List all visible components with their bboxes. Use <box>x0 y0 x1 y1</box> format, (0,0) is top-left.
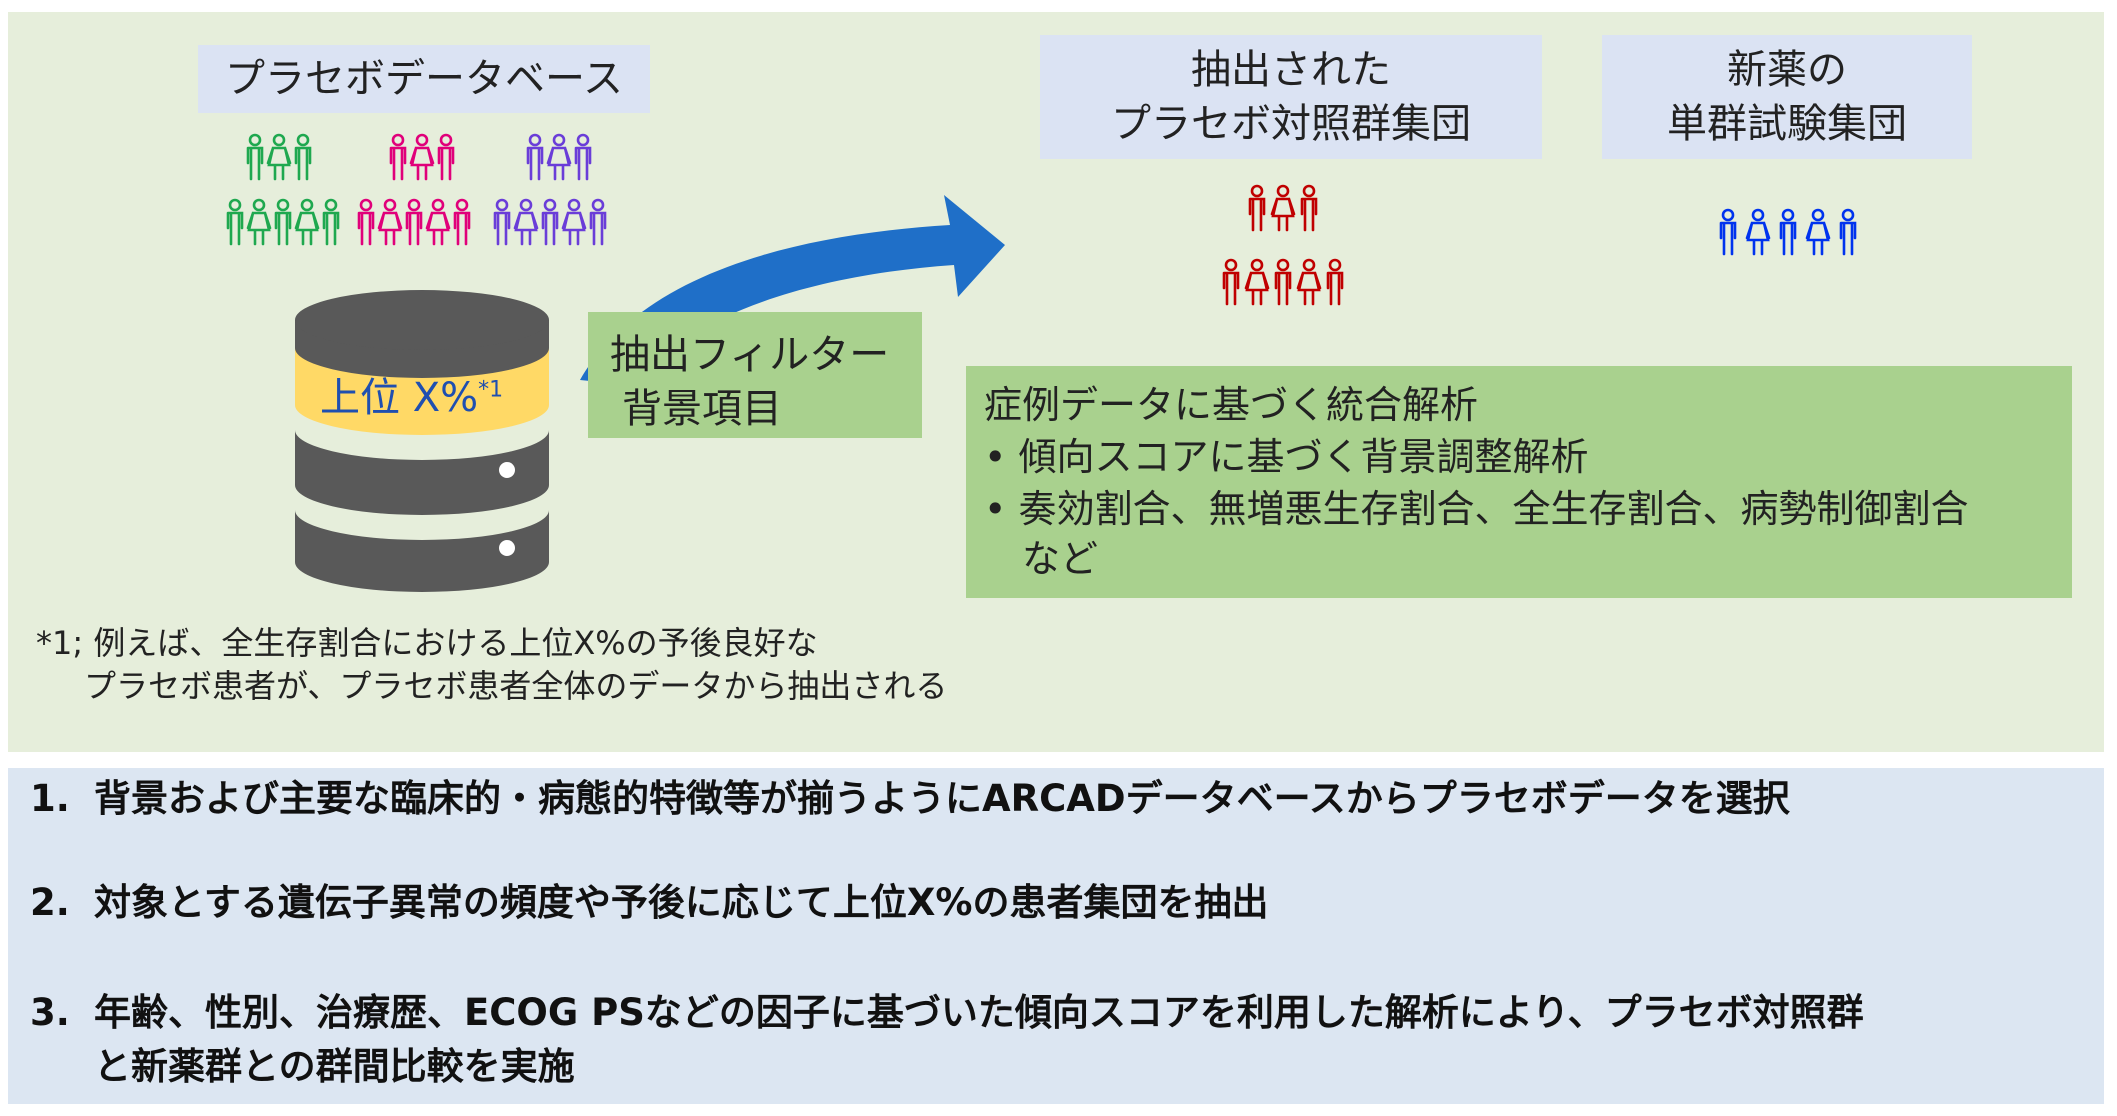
extracted-group-line1: 抽出された <box>1191 47 1391 93</box>
new-drug-group-title: 新薬の 単群試験集団 <box>1602 35 1972 159</box>
person-icon <box>322 198 340 246</box>
person-icon <box>389 133 407 181</box>
extracted-group-line2: プラセボ対照群集団 <box>1111 101 1471 147</box>
analysis-bullet-2-text: 奏効割合、無増悪生存割合、全生存割合、病勢制御割合 <box>1018 487 1969 531</box>
person-icon <box>266 133 292 181</box>
analysis-bullet-2-cont: など <box>1022 537 1099 581</box>
person-icon <box>409 133 435 181</box>
extracted-group-title: 抽出された プラセボ対照群集団 <box>1040 35 1542 159</box>
footnote: *1; 例えば、全生存割合における上位X%の予後良好な プラセボ患者が、プラセボ… <box>36 622 947 708</box>
person-icon <box>1274 258 1292 306</box>
filter-line2: 背景項目 <box>622 386 782 432</box>
person-icon <box>589 198 607 246</box>
person-icon <box>546 133 572 181</box>
new-drug-population-icons <box>1719 208 1857 256</box>
database-icon <box>295 290 549 592</box>
person-icon <box>541 198 559 246</box>
person-icon <box>226 198 244 246</box>
steps-panel <box>8 768 2104 1104</box>
person-icon <box>1839 208 1857 256</box>
step-2-number: 2. <box>30 881 70 924</box>
person-icon <box>561 198 587 246</box>
person-icon <box>1745 208 1771 256</box>
person-icon <box>574 133 592 181</box>
new-drug-group-line1: 新薬の <box>1727 47 1847 93</box>
database-top-label: 上位 X%*1 <box>320 365 503 423</box>
analysis-title: 症例データに基づく統合解析 <box>984 383 1479 427</box>
database-label-sup: *1 <box>478 377 504 403</box>
person-icon <box>1222 258 1240 306</box>
filter-line1: 抽出フィルター <box>610 332 890 378</box>
person-icon <box>513 198 539 246</box>
person-icon <box>425 198 451 246</box>
placebo-database-title: プラセボデータベース <box>198 45 650 113</box>
analysis-bullet-1: • 傾向スコアに基づく背景調整解析 <box>984 426 1589 481</box>
step-3: 3. 年齢、性別、治療歴、ECOG PSなどの因子に基づいた傾向スコアを利用した解… <box>30 986 1864 1093</box>
person-icon <box>1719 208 1737 256</box>
person-icon <box>1326 258 1344 306</box>
analysis-bullet-2: • 奏効割合、無増悪生存割合、全生存割合、病勢制御割合 <box>984 478 1969 533</box>
person-icon <box>294 198 320 246</box>
placebo-database-title-text: プラセボデータベース <box>225 56 623 102</box>
person-icon <box>274 198 292 246</box>
person-icon <box>1779 208 1797 256</box>
bullet-dot: • <box>984 435 1019 479</box>
extracted-population-icons <box>1222 184 1344 306</box>
step-2-text: 対象とする遺伝子異常の頻度や予後に応じて上位X%の患者集団を抽出 <box>94 881 1269 924</box>
person-icon <box>1300 184 1318 232</box>
analysis-box: 症例データに基づく統合解析 • 傾向スコアに基づく背景調整解析 • 奏効割合、無… <box>966 366 2072 598</box>
person-icon <box>377 198 403 246</box>
person-icon <box>357 198 375 246</box>
filter-box: 抽出フィルター 背景項目 <box>588 312 922 438</box>
person-icon <box>1805 208 1831 256</box>
person-icon <box>526 133 544 181</box>
new-drug-group-line2: 単群試験集団 <box>1667 101 1907 147</box>
step-1-number: 1. <box>30 777 70 820</box>
person-icon <box>493 198 511 246</box>
footnote-line1: *1; 例えば、全生存割合における上位X%の予後良好な <box>36 624 818 662</box>
person-icon <box>1248 184 1266 232</box>
step-3-text: 年齢、性別、治療歴、ECOG PSなどの因子に基づいた傾向スコアを利用した解析に… <box>94 991 1864 1034</box>
step-1: 1. 背景および主要な臨床的・病態的特徴等が揃うようにARCADデータベースからプ… <box>30 772 1790 826</box>
person-icon <box>437 133 455 181</box>
step-3-number: 3. <box>30 991 70 1034</box>
step-2: 2. 対象とする遺伝子異常の頻度や予後に応じて上位X%の患者集団を抽出 <box>30 876 1269 930</box>
person-icon <box>405 198 423 246</box>
step-3-continuation: と新薬群との群間比較を実施 <box>94 1044 575 1088</box>
person-icon <box>294 133 312 181</box>
placebo-population-icons <box>226 133 607 246</box>
person-icon <box>1296 258 1322 306</box>
database-label-main: 上位 X% <box>320 375 479 421</box>
person-icon <box>1270 184 1296 232</box>
step-1-text: 背景および主要な臨床的・病態的特徴等が揃うようにARCADデータベースからプラセ… <box>94 777 1790 820</box>
person-icon <box>453 198 471 246</box>
person-icon <box>246 133 264 181</box>
footnote-line2: プラセボ患者が、プラセボ患者全体のデータから抽出される <box>84 667 948 706</box>
analysis-bullet-1-text: 傾向スコアに基づく背景調整解析 <box>1018 435 1589 479</box>
bullet-dot: • <box>984 487 1019 531</box>
person-icon <box>246 198 272 246</box>
person-icon <box>1244 258 1270 306</box>
